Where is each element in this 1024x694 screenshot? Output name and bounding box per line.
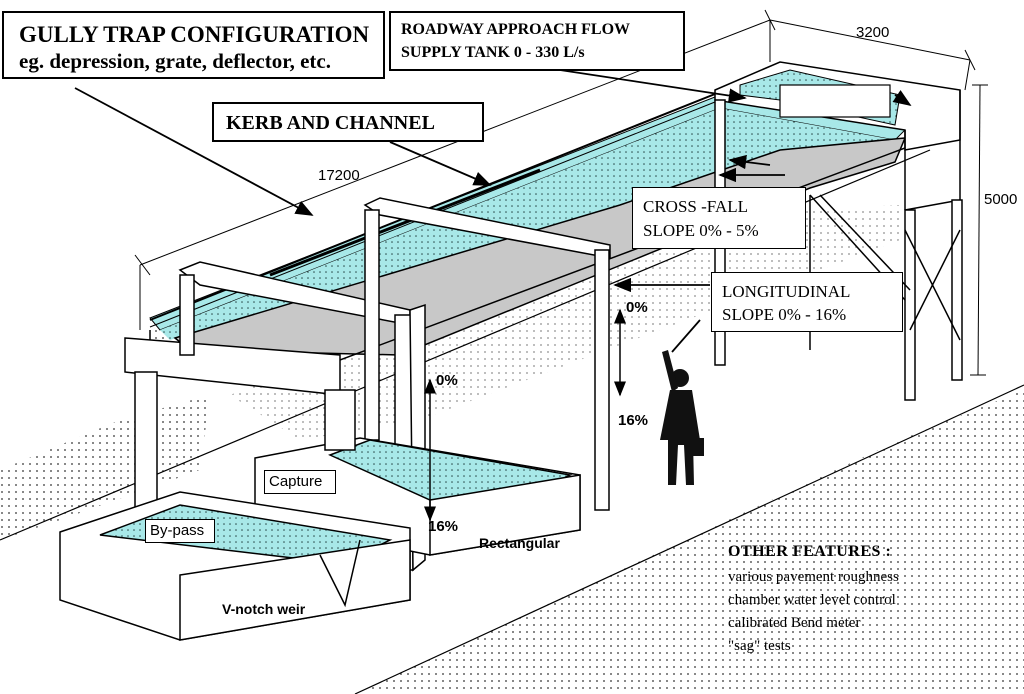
- cross-fall-line2: SLOPE 0% - 5%: [643, 221, 759, 240]
- other-features: OTHER FEATURES : various pavement roughn…: [728, 544, 968, 664]
- capture-label-box: Capture: [264, 470, 336, 494]
- cross-fall-line1: CROSS -FALL: [643, 197, 749, 216]
- supply-tank-line2: SUPPLY TANK 0 - 330 L/s: [401, 44, 585, 61]
- supply-tank-line1: ROADWAY APPROACH FLOW: [401, 21, 631, 38]
- feature-item: "sag" tests: [728, 638, 791, 654]
- gully-trap-title: GULLY TRAP CONFIGURATION: [19, 22, 370, 47]
- kerb-channel-label-box: KERB AND CHANNEL: [212, 102, 484, 142]
- slope-right-top: 0%: [626, 299, 648, 316]
- slope-arrows: [424, 308, 626, 522]
- longitudinal-label-box: LONGITUDINAL SLOPE 0% - 16%: [711, 272, 903, 332]
- dimension-length: 17200: [318, 167, 360, 184]
- bypass-label-box: By-pass: [145, 519, 215, 543]
- slope-left-bottom: 16%: [428, 518, 459, 535]
- gully-trap-label-box: GULLY TRAP CONFIGURATION eg. depression,…: [2, 11, 385, 79]
- feature-item: chamber water level control: [728, 592, 896, 608]
- portal-frame-middle: [363, 197, 611, 511]
- other-features-title: OTHER FEATURES :: [728, 543, 892, 560]
- rectangular-label: Rectangular: [479, 535, 560, 551]
- capture-label: Capture: [269, 473, 323, 490]
- feature-item: various pavement roughness: [728, 569, 899, 585]
- vnotch-label: V-notch weir: [222, 601, 306, 617]
- pointer-arrows: [74, 69, 912, 353]
- dimension-height: 5000: [984, 191, 1018, 208]
- gully-trap-subtitle: eg. depression, grate, deflector, etc.: [19, 49, 331, 73]
- cross-fall-label-box: CROSS -FALL SLOPE 0% - 5%: [632, 187, 806, 249]
- supply-tank-label-box: ROADWAY APPROACH FLOW SUPPLY TANK 0 - 33…: [389, 11, 685, 71]
- slope-right-bottom: 16%: [618, 412, 649, 429]
- longitudinal-line1: LONGITUDINAL: [722, 282, 851, 301]
- person-silhouette: [660, 350, 704, 485]
- dimension-width: 3200: [856, 24, 890, 41]
- ground-front: [355, 390, 1024, 694]
- kerb-channel-label: KERB AND CHANNEL: [226, 112, 435, 134]
- feature-item: calibrated Bend meter: [728, 615, 861, 631]
- longitudinal-line2: SLOPE 0% - 16%: [722, 305, 847, 324]
- slope-left-top: 0%: [436, 372, 458, 389]
- channel-flow: [160, 108, 895, 340]
- bypass-label: By-pass: [150, 522, 205, 539]
